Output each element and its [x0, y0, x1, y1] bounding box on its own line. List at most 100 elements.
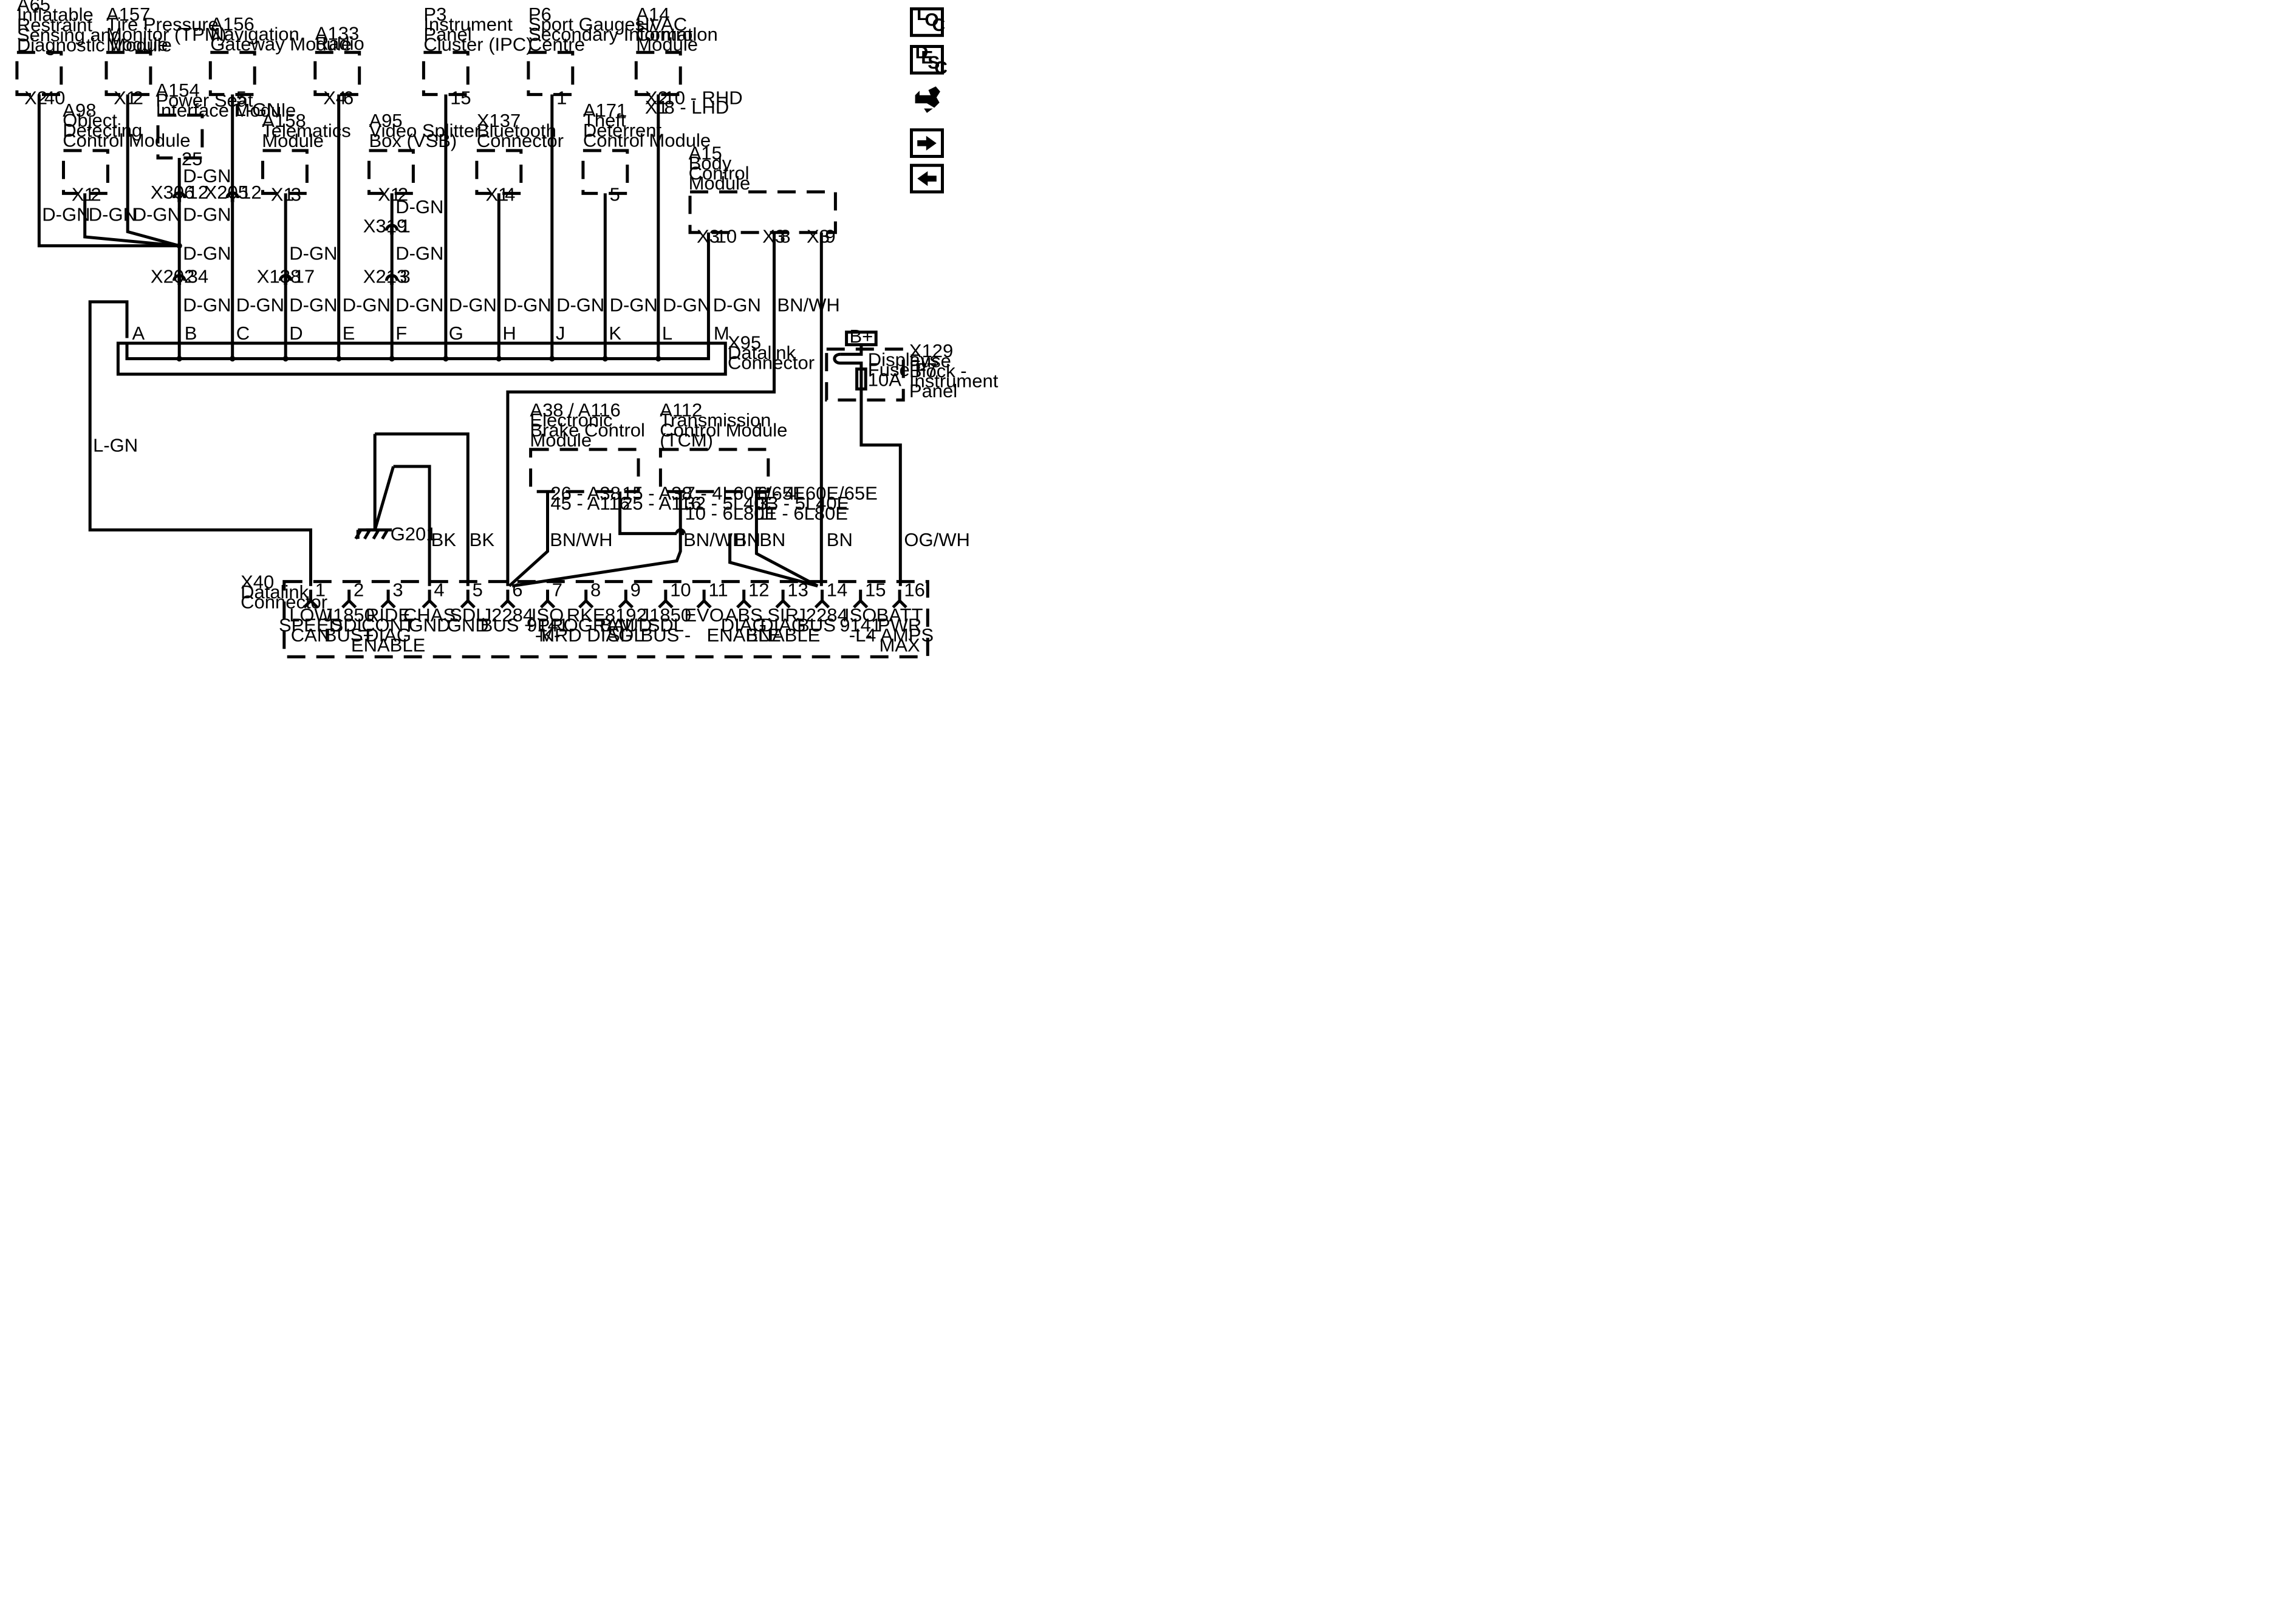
a158-pin-num: 3	[291, 184, 301, 205]
x95-pin-C: C	[236, 323, 250, 344]
a38-label-line-1: Electronic	[530, 409, 612, 431]
x40-pin-1-desc-2: CAN	[291, 624, 330, 646]
wire-color-dgn-9: D-GN	[289, 295, 337, 316]
a65-pin-conn: X2	[24, 87, 47, 108]
a156-box	[208, 50, 256, 97]
p6-label-line-1: Sport Gauges /	[528, 14, 655, 35]
g201-label: G201	[391, 523, 437, 544]
a112-label-line-3: (TCM)	[660, 429, 713, 451]
x129-label-line-3: Instrument	[909, 371, 999, 392]
x40-pin-6-num: 6	[512, 579, 522, 601]
x40-pin-5-desc-0: SDL	[449, 604, 486, 626]
x40-pin-12-desc-2: ENABLE	[707, 624, 781, 646]
a171-label-line-0: A171	[583, 100, 627, 121]
a154-box	[156, 114, 204, 160]
a171-pin-num: 5	[610, 184, 620, 205]
wire-color-dgn-2: D-GN	[133, 203, 181, 225]
x306-pin	[177, 193, 182, 202]
x40-pin-1-desc-0: LOW	[289, 604, 332, 626]
x95-label-line-2: Connector	[728, 352, 815, 374]
x95-pin-E: E	[343, 323, 355, 344]
x202-pin: 34	[188, 265, 208, 287]
x40-label-line-0: X40	[241, 571, 274, 592]
a14-label-line-1: HVAC	[636, 14, 687, 35]
x40-pin-1-num: 1	[315, 579, 326, 601]
p6-label-line-2: Secondary Information	[528, 24, 718, 45]
a98-label-line-1: Object	[63, 110, 117, 131]
x40-pin-7-desc-0: ISO	[531, 604, 564, 626]
x40-pin-5-desc-1: GND	[447, 615, 489, 636]
x95-pin-M: M	[714, 323, 729, 344]
wire-a112-right	[754, 491, 819, 587]
a38-pin-left-line-1: 45 - A116	[550, 493, 629, 514]
a112-pin-left-line-1: 32 - 5L40E	[685, 493, 777, 514]
x40-pin-3-terminal	[380, 589, 396, 609]
a65-label-line-3: Sensing and	[17, 24, 121, 46]
a65-label-line-0: A65	[17, 0, 50, 15]
a95-label-line-1: Video Splitter	[369, 120, 481, 142]
a156-label-line-1: Navigation	[210, 23, 299, 44]
wire-color-dgn-3: D-GN	[183, 165, 231, 186]
x40-pin-9-desc-0: 8192	[605, 604, 647, 626]
a133-pin-conn: X4	[323, 87, 346, 108]
a15-pin1-num: 10	[716, 226, 737, 247]
a38-label-line-2: Brake Control	[530, 419, 645, 440]
next-page-icon	[910, 128, 944, 159]
a171-label-line-1: Theft	[583, 110, 626, 131]
wire-color-ogwh: OG/WH	[904, 529, 970, 550]
x40-pin-16-desc-0: BATT	[876, 604, 923, 626]
splice-dot-dgn	[176, 243, 182, 249]
x40-pin-2-desc-2: BUS+	[324, 624, 374, 646]
x213-pin	[390, 275, 394, 285]
desc-s: S	[928, 53, 940, 73]
p3-label-line-0: P3	[423, 4, 446, 25]
x319-name: X319	[363, 216, 407, 237]
x129-box	[825, 347, 905, 402]
a15-pin1-conn: X3	[697, 226, 720, 247]
a15-box	[688, 190, 837, 234]
x95-splice-2	[282, 355, 289, 362]
b-plus-label: B+	[850, 326, 873, 347]
x205-pin: 12	[241, 182, 261, 203]
a38-pin-left-line-0: 26 - A38	[550, 483, 620, 504]
a112-pin-right-line-0: 6 - 4L60E/65E	[757, 483, 878, 504]
a112-label-line-2: Control Module	[660, 419, 787, 440]
x319-pin: 1	[400, 216, 411, 237]
x95-outer	[116, 341, 727, 376]
a38-pin-right-line-0: 15 - A38	[622, 483, 692, 504]
x40-pin-10-desc-2: BUS -	[641, 624, 691, 646]
a158-label-line-0: A158	[262, 110, 306, 131]
a157-label-line-0: A157	[106, 4, 150, 25]
x95-splice-4	[389, 355, 395, 362]
a112-pin-left-line-0: 7 - 4L60E/65E	[685, 483, 805, 504]
a156-label-line-2: Gateway Module	[210, 33, 352, 55]
x202-name: X202	[151, 265, 194, 287]
x40-pin-7-num: 7	[552, 579, 562, 601]
next-arrow-glyph	[917, 135, 937, 151]
a158-label-line-2: Module	[262, 130, 324, 151]
x137-pin-conn: X1	[486, 184, 509, 205]
x137-box	[475, 149, 523, 195]
x40-pin-5-num: 5	[473, 579, 483, 601]
x95-pin-B: B	[185, 323, 197, 344]
a65-label-line-1: Inflatable	[17, 4, 94, 26]
x40-pin-13-desc-0: SIR	[767, 604, 799, 626]
x40-pin-9-desc-2: SDL	[607, 624, 644, 646]
nav-icons	[910, 7, 944, 194]
wire-bk-ground-diag	[373, 466, 395, 531]
x40-pin-1-desc-1: SPEED	[279, 615, 343, 636]
x40-pin-7-desc-2: -K-	[535, 624, 560, 646]
x95-splice-3	[336, 355, 342, 362]
a38-box	[529, 448, 640, 493]
x40-label-line-1: Datalink	[241, 581, 309, 603]
a133-label-line-1: Radio	[315, 33, 364, 54]
x40-pin-8-desc-2: MRD DIAG	[539, 624, 633, 646]
a98-label-line-0: A98	[63, 100, 96, 121]
x129-label-line-4: Panel	[909, 380, 957, 402]
fuse-f7-body	[855, 368, 867, 391]
wire-color-lgn: L-GN	[93, 435, 138, 456]
p3-label-line-3: Cluster (IPC)	[423, 34, 532, 55]
wire-color-bk-2: BK	[470, 529, 495, 550]
a157-box	[104, 50, 152, 97]
